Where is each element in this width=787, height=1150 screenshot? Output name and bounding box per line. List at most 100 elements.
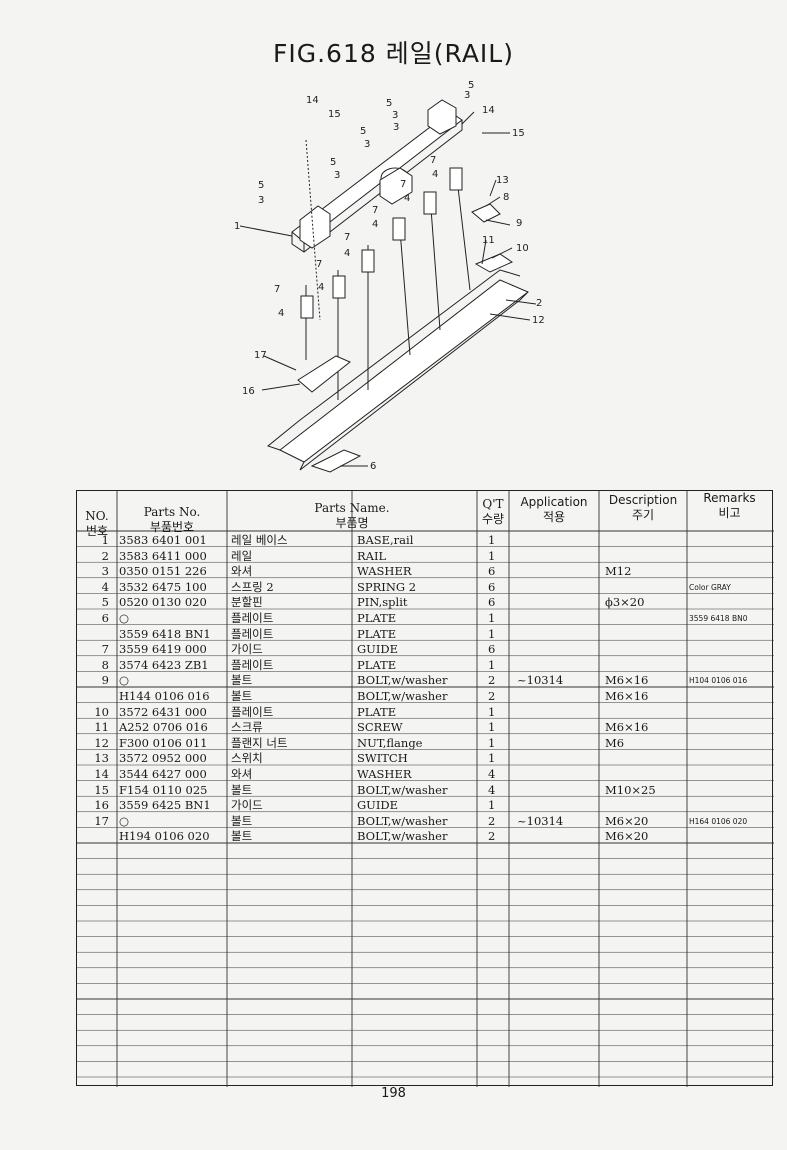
header-parts-no-en: Parts No. [143,505,201,519]
cell-name-en: PIN,split [357,595,408,610]
cell-rem: H164 0106 020 [689,816,748,826]
svg-text:7: 7 [274,284,280,295]
header-application: Application 적용 [509,495,599,525]
svg-text:5: 5 [330,157,336,168]
cell-no: 2 [101,548,109,563]
cell-qty: 1 [488,735,496,750]
cell-part: 3559 6418 BN1 [119,626,211,641]
svg-text:3: 3 [392,110,398,121]
cell-name-en: BASE,rail [357,533,414,547]
cell-part: H144 0106 016 [119,689,210,703]
svg-text:5: 5 [386,98,392,109]
svg-text:3: 3 [464,90,470,101]
cell-name-ko: 볼트 [231,673,253,688]
svg-text:6: 6 [370,461,376,472]
parts-table-grid [77,491,774,1087]
svg-text:5: 5 [258,180,264,191]
cell-name-en: NUT,flange [357,735,423,750]
cell-name-ko: 가이드 [231,642,263,657]
svg-text:10: 10 [516,243,529,254]
plate-16 [297,355,351,393]
cell-rem: Color GRAY [689,582,731,592]
cell-part: 3544 6427 000 [119,767,207,781]
header-no-ko: 번호 [85,524,109,538]
cell-qty: 1 [488,626,496,641]
svg-text:13: 13 [496,175,509,186]
svg-text:3: 3 [393,122,399,133]
cell-rem: H104 0106 016 [689,676,748,686]
cell-part: 3583 6401 001 [119,533,207,547]
cell-name-en: BOLT,w/washer [357,689,448,703]
svg-text:7: 7 [430,155,436,166]
cell-qty: 6 [488,642,496,657]
svg-text:11: 11 [482,235,495,246]
cell-part: 3559 6419 000 [119,642,207,657]
cell-qty: 6 [488,579,496,594]
header-application-ko: 적용 [542,510,566,524]
header-description: Description 주기 [599,493,687,523]
svg-text:17: 17 [254,350,267,361]
cell-no: 16 [94,798,109,813]
cell-name-en: PLATE [357,704,397,719]
svg-text:4: 4 [372,219,378,230]
cell-desc: M6×20 [605,813,649,828]
svg-text:15: 15 [512,128,525,139]
cell-part: F154 0110 025 [119,782,208,797]
cell-name-en: BOLT,w/washer [357,673,448,688]
header-remarks-en: Remarks [703,491,756,505]
cell-no: 10 [94,704,109,719]
cell-name-ko: 와셔 [231,767,253,781]
cell-no: 9 [101,673,109,688]
cell-part: 3583 6411 000 [119,548,207,563]
header-remarks-ko: 비고 [718,506,741,520]
cell-qty: 4 [488,782,496,797]
header-parts-name-ko: 부품명 [335,516,369,530]
cell-name-ko: 스위치 [231,751,263,766]
header-parts-no: Parts No. 부품번호 [117,505,227,535]
page-number: 198 [381,1086,406,1101]
cell-name-ko: 레일 베이스 [231,533,288,547]
cell-name-ko: 플레이트 [231,611,274,625]
cell-qty: 1 [488,751,496,766]
parts-table: NO. 번호 Parts No. 부품번호 Parts Name. 부품명 Q'… [76,490,774,1087]
cell-name-ko: 가이드 [231,798,263,813]
cell-qty: 1 [488,720,496,735]
svg-text:4: 4 [318,282,324,293]
cell-qty: 1 [488,704,496,719]
cell-part: 3572 6431 000 [119,704,207,719]
cell-part: 3532 6475 100 [119,579,207,594]
cell-name-ko: 스프링 2 [231,579,274,594]
cell-no: 7 [101,642,109,657]
svg-text:14: 14 [482,105,495,116]
cell-desc: M6 [605,735,625,750]
svg-text:3: 3 [334,170,340,181]
header-no: NO. 번호 [77,509,117,539]
cell-qty: 1 [488,798,496,813]
cell-app: ~10314 [517,813,564,828]
cell-name-en: WASHER [357,767,412,781]
header-qty-ko: 수량 [481,512,505,526]
header-description-ko: 주기 [631,508,655,522]
cell-no: 12 [94,735,109,750]
cell-name-en: BOLT,w/washer [357,829,448,844]
svg-text:14: 14 [306,95,319,106]
svg-text:3: 3 [258,195,264,206]
cell-name-en: WASHER [357,564,412,579]
plate-6 [310,449,362,473]
cell-name-ko: 볼트 [231,782,253,797]
cell-part: 3574 6423 ZB1 [119,657,209,672]
cell-part: H194 0106 020 [119,829,210,844]
svg-text:4: 4 [278,308,284,319]
figure-title: FIG.618 레일(RAIL) [272,39,514,68]
cell-part: 3559 6425 BN1 [119,798,211,813]
cell-qty: 2 [488,673,496,688]
cell-name-ko: 볼트 [231,689,253,703]
svg-text:2: 2 [536,298,542,309]
svg-text:7: 7 [316,259,322,270]
cell-qty: 1 [488,657,496,672]
header-qty: Q'T 수량 [477,497,509,527]
svg-text:9: 9 [516,218,522,229]
cell-part: ○ [119,673,130,688]
cell-no: 4 [101,579,109,594]
